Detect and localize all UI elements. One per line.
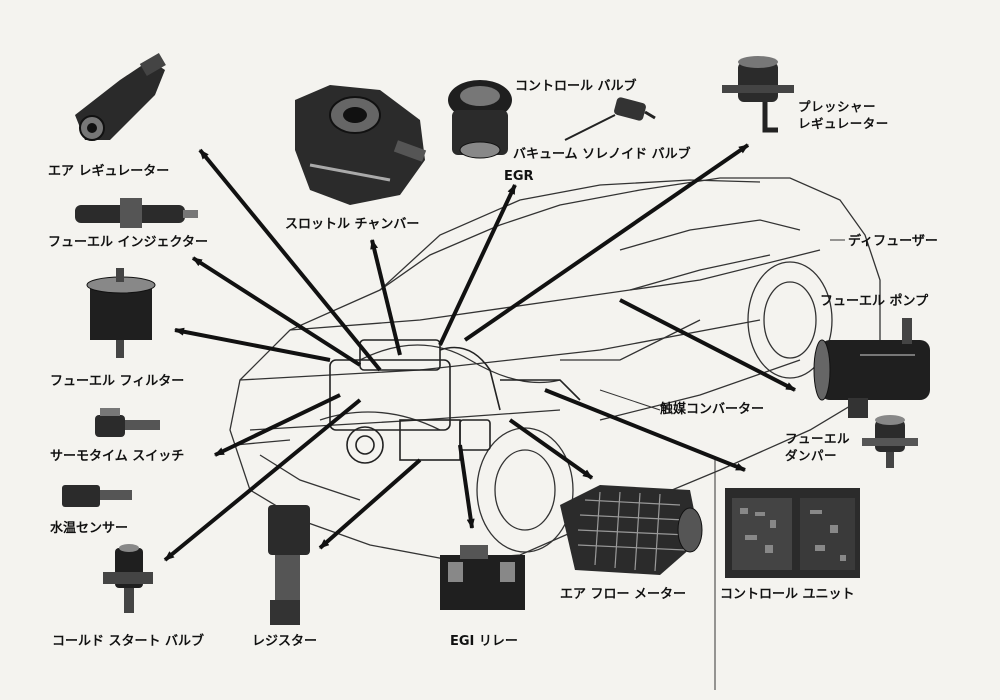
fuel-pump-illustration xyxy=(813,318,930,418)
labels: エア レギュレーター スロットル チャンバー コントロール バルブ バキューム … xyxy=(48,78,938,649)
fuel-damper-illustration xyxy=(862,415,918,468)
label-air-flow-meter: エア フロー メーター xyxy=(560,587,686,602)
thin-leaders xyxy=(599,239,845,690)
label-catalytic-converter: 触媒コンバーター xyxy=(659,401,764,417)
label-fuel-pump: フューエル ポンプ xyxy=(820,293,929,309)
fuel-filter-illustration xyxy=(86,268,156,358)
label-fuel-damper: フューエル ダンパー xyxy=(785,431,851,463)
label-control-unit: コントロール ユニット xyxy=(720,587,855,602)
label-pressure-regulator: プレッシャー レギュレーター xyxy=(798,99,889,131)
label-control-valve: コントロール バルブ xyxy=(515,78,637,94)
label-egr: EGR xyxy=(504,169,534,184)
label-throttle-chamber: スロットル チャンバー xyxy=(285,217,419,232)
label-egi-relay: EGI リレー xyxy=(450,634,518,649)
egi-relay-illustration xyxy=(440,545,525,610)
label-resistor: レジスター xyxy=(252,634,317,649)
cold-start-valve-illustration xyxy=(103,544,153,613)
label-air-regulator: エア レギュレーター xyxy=(48,163,169,179)
pressure-regulator-illustration xyxy=(722,56,794,133)
air-flow-meter-illustration xyxy=(560,485,703,575)
engine-block xyxy=(329,339,581,464)
label-diffuser: ディフューザー xyxy=(848,233,938,249)
label-vacuum-solenoid-valve: バキューム ソレノイド バルブ xyxy=(513,146,691,162)
label-thermo-time-switch: サーモタイム スイッチ xyxy=(50,449,184,464)
label-fuel-filter: フューエル フィルター xyxy=(50,374,184,389)
vacuum-solenoid-illustration xyxy=(564,97,656,141)
thermo-time-switch-illustration xyxy=(95,408,160,437)
label-water-temp-sensor: 水温センサー xyxy=(50,520,128,536)
fuel-injector-illustration xyxy=(75,198,198,228)
throttle-chamber-illustration xyxy=(295,85,427,205)
control-unit-illustration xyxy=(725,488,860,578)
air-regulator-illustration xyxy=(75,52,166,141)
resistor-illustration xyxy=(268,505,310,625)
label-cold-start-valve: コールド スタート バルブ xyxy=(52,633,204,649)
water-temp-sensor-illustration xyxy=(62,485,132,507)
egr-valve-illustration xyxy=(448,80,512,159)
leader-arrows xyxy=(163,143,796,562)
label-fuel-injector: フューエル インジェクター xyxy=(48,235,208,250)
